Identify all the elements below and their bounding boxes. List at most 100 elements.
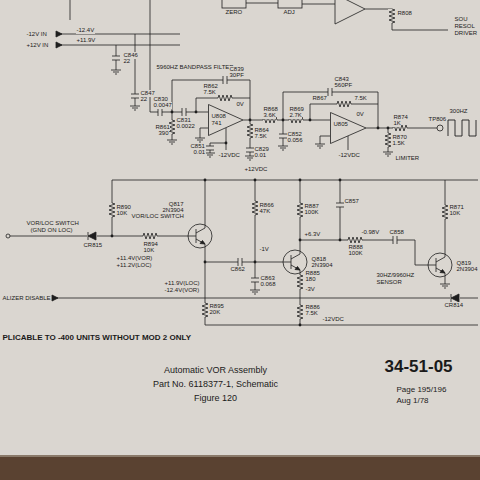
symbol-outline bbox=[188, 224, 212, 248]
component-symbol bbox=[441, 205, 449, 219]
component-symbol bbox=[111, 70, 121, 74]
part-label: 0.01 bbox=[254, 152, 267, 159]
part-label: C862 bbox=[230, 266, 245, 273]
symbol-outline bbox=[427, 252, 452, 278]
wire bbox=[8, 0, 478, 325]
part-label: +11.9V bbox=[76, 37, 96, 44]
part-label: SENSOR bbox=[376, 279, 402, 286]
part-label: 390 bbox=[158, 130, 169, 137]
part-label: -1V bbox=[259, 246, 269, 253]
part-label: 100K bbox=[348, 250, 363, 257]
part-label: +11.9V(LOC) bbox=[164, 280, 200, 287]
component-symbol bbox=[251, 201, 259, 215]
part-label: DRIVER bbox=[454, 30, 478, 37]
wire bbox=[205, 262, 282, 263]
wire bbox=[283, 120, 284, 146]
part-label: 7.5K bbox=[254, 133, 267, 140]
part-label: -12VDC bbox=[322, 316, 344, 323]
part-label: ZERO bbox=[225, 9, 243, 16]
component-symbol bbox=[182, 107, 186, 117]
part-label: 0.0047 bbox=[153, 102, 172, 109]
junction-dot bbox=[195, 111, 198, 114]
symbol-outline bbox=[331, 113, 367, 144]
note-text: PLICABLE TO -400 UNITS WITHOUT MOD 2 ONL… bbox=[2, 334, 191, 343]
op-amp-symbol bbox=[330, 112, 366, 144]
symbol-outline bbox=[209, 105, 244, 136]
op-amp: U808741 bbox=[208, 104, 243, 136]
part-label: ADJ bbox=[283, 9, 295, 16]
part-label: 22 bbox=[123, 58, 131, 65]
symbol-outline bbox=[282, 249, 300, 275]
wire bbox=[246, 3, 278, 4]
component-symbol bbox=[167, 140, 177, 144]
part-label: 1K bbox=[393, 120, 401, 127]
transistor-symbol bbox=[282, 249, 308, 275]
component-symbol bbox=[87, 9, 460, 319]
part-label: +6.3V bbox=[304, 231, 321, 238]
transistor: Q8182N3904 bbox=[282, 249, 308, 275]
wire bbox=[150, 0, 208, 112]
part-designator: Q818 bbox=[311, 256, 327, 263]
part-label: LIMITER bbox=[395, 155, 420, 162]
component-symbol bbox=[296, 203, 304, 217]
junction-dot bbox=[339, 239, 342, 242]
part-label: 0.068 bbox=[260, 281, 276, 288]
part-label: TP806 bbox=[428, 116, 447, 123]
junction-dot bbox=[299, 239, 302, 242]
part-label: -12VDC bbox=[218, 152, 240, 159]
part-label: ALIZER DISABLE bbox=[2, 295, 51, 302]
component-symbol bbox=[250, 290, 260, 294]
part-label: C857 bbox=[344, 198, 359, 205]
component-symbol bbox=[87, 231, 97, 241]
part-label: +12V IN bbox=[26, 42, 49, 49]
part-designator: U808 bbox=[211, 113, 226, 120]
junction-dot bbox=[377, 127, 380, 130]
component-symbol bbox=[388, 9, 396, 23]
part-label: 7.5K bbox=[305, 310, 318, 317]
part-label: 0V bbox=[356, 111, 364, 118]
wire bbox=[278, 0, 302, 8]
junction-dot bbox=[299, 324, 302, 327]
wire bbox=[243, 120, 330, 121]
part-designator: Q819 bbox=[456, 260, 472, 267]
component-symbol bbox=[130, 94, 140, 98]
symbol-outline bbox=[428, 253, 452, 277]
junction-dot bbox=[171, 111, 174, 114]
wire bbox=[226, 128, 227, 150]
caption-text: Automatic VOR Assembly bbox=[115, 366, 316, 376]
part-label: +11.2V(LOC) bbox=[116, 262, 152, 269]
transistor: Q8172N3904VOR/LOC SWITCH bbox=[187, 223, 213, 249]
symbol-outline bbox=[200, 241, 205, 245]
component-symbol bbox=[195, 138, 205, 142]
part-label: 300HZ bbox=[449, 108, 468, 115]
junction-dot bbox=[299, 179, 302, 182]
page-edge bbox=[0, 455, 480, 457]
component-symbol bbox=[348, 236, 362, 244]
paper bbox=[0, 0, 480, 456]
part-label: 10K bbox=[449, 210, 461, 217]
part-label: -12V IN bbox=[26, 31, 47, 38]
component-symbol bbox=[278, 146, 288, 150]
caption-text: Figure 120 bbox=[115, 394, 316, 404]
caption-text: Part No. 6118377-1, Schematic bbox=[115, 380, 316, 390]
component-symbol bbox=[384, 133, 392, 147]
component-symbol bbox=[440, 284, 450, 288]
wire bbox=[340, 180, 341, 240]
wire bbox=[335, 0, 365, 24]
wire bbox=[365, 9, 448, 30]
component-symbol bbox=[205, 153, 215, 157]
part-label: R808 bbox=[397, 10, 412, 17]
part-designator: 2N3904 bbox=[456, 266, 478, 273]
junction-dot bbox=[204, 179, 207, 182]
part-label: 0.056 bbox=[287, 137, 303, 144]
terminal bbox=[52, 295, 58, 301]
junction-dot bbox=[249, 119, 252, 122]
transistor-symbol bbox=[427, 252, 453, 278]
symbol-outline bbox=[331, 113, 367, 144]
part-label: 180 bbox=[305, 276, 316, 283]
table bbox=[0, 456, 480, 480]
part-label: CR814 bbox=[444, 302, 464, 309]
symbol-outline bbox=[282, 249, 307, 275]
part-label: 30HZ/9960HZ bbox=[376, 272, 415, 279]
